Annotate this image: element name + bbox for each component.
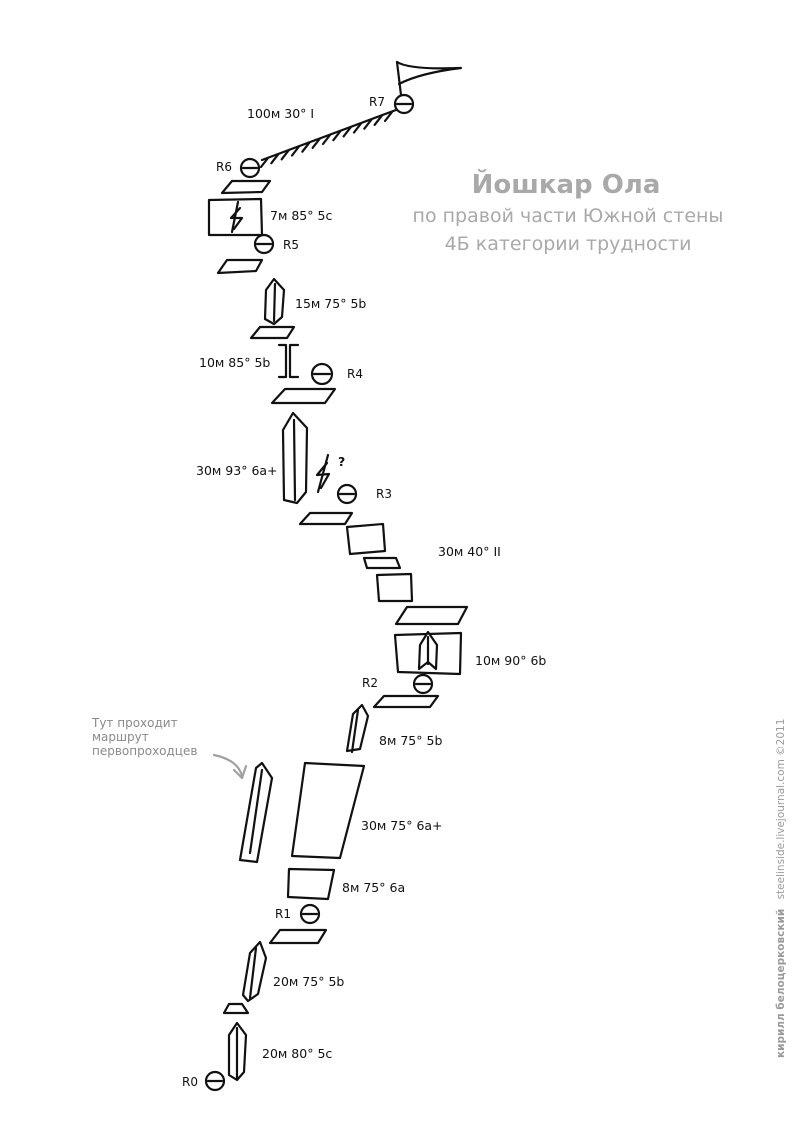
ridge-hatch-mark (311, 137, 321, 149)
pitch-10-label: 15м 75° 5b (295, 296, 366, 311)
credit-author: кирилл белоцерковский (775, 909, 787, 1058)
ledge-r5 (216, 258, 264, 275)
pitch-11-label: 7м 85° 5c (270, 208, 332, 223)
pitch-2-dihedral-line (248, 946, 258, 1000)
pitch-9-crack-icon (277, 343, 300, 379)
ridge-hatch-mark (352, 122, 363, 134)
anchor-r6 (239, 157, 261, 179)
ledge-r6 (220, 179, 272, 195)
ledge-r4 (270, 387, 337, 405)
anchor-r4-label: R4 (347, 367, 363, 381)
route-subtitle-2: 4Б категории трудности (445, 233, 692, 255)
ledge-r3 (298, 511, 354, 526)
pitch-5-dihedral (345, 703, 370, 753)
route-subtitle-1: по правой части Южной стены (413, 205, 724, 227)
anchor-r4 (310, 362, 334, 386)
ridge-hatch-mark (280, 149, 290, 161)
ridge-hatch-mark (301, 141, 311, 153)
ridge-hatch-mark (373, 114, 383, 126)
ledge-1 (222, 1002, 250, 1015)
pitch-9-label: 10м 85° 5b (199, 355, 270, 370)
ridge-hatch-mark (383, 110, 394, 123)
pitch-7-label: 30м 40° II (438, 544, 501, 559)
note-line-1: Тут проходит (91, 716, 178, 730)
anchor-r2 (412, 673, 434, 695)
pitch-1-label: 20м 80° 5c (262, 1046, 332, 1061)
ledge-r2 (372, 694, 440, 709)
pitch-3-wall (286, 867, 336, 901)
first-ascent-dihedral-line (248, 768, 264, 855)
pitch-10-dihedral-line (272, 282, 277, 323)
ridge-hatch-mark (259, 156, 270, 169)
credit-text: кирилл белоцерковский steelinside.livejo… (775, 719, 787, 1058)
pitch-2-dihedral (241, 940, 268, 1003)
anchor-r5 (253, 233, 275, 255)
ridge-hatch-mark (321, 133, 332, 146)
note-arrow-head (232, 764, 248, 780)
anchor-r1 (299, 903, 321, 925)
anchor-r1-label: R1 (275, 907, 291, 921)
pitch-7-block-3 (345, 522, 387, 556)
question-mark: ? (338, 454, 345, 469)
anchor-r3-label: R3 (376, 487, 392, 501)
pitch-7-block-2 (362, 556, 402, 570)
ledge-6 (394, 605, 469, 626)
pitch-12-label: 100м 30° I (247, 106, 314, 121)
ledge-9 (249, 325, 296, 340)
pitch-4-slab (290, 761, 366, 860)
anchor-r0-label: R0 (182, 1075, 198, 1089)
pitch-3-label: 8м 75° 6a (342, 880, 405, 895)
note-line-2: маршрут (92, 730, 149, 744)
note-arrow (212, 753, 244, 778)
pitch-2-label: 20м 75° 5b (273, 974, 344, 989)
ridge-hatch-mark (342, 126, 352, 138)
summit-flag-icon (395, 60, 463, 97)
ledge-r1 (268, 928, 328, 945)
anchor-r7-label: R7 (369, 95, 385, 109)
route-title: Йошкар Ола (472, 168, 661, 200)
note-line-3: первопроходцев (92, 744, 197, 758)
pitch-7-block-1 (375, 572, 414, 603)
loose-rock-icon (315, 453, 331, 494)
pitch-4-label: 30м 75° 6a+ (361, 818, 443, 833)
anchor-r6-label: R6 (216, 160, 232, 174)
anchor-r2-label: R2 (362, 676, 378, 690)
ridge-hatching (259, 110, 394, 169)
anchor-r5-label: R5 (283, 238, 299, 252)
ridge-hatch-mark (270, 153, 280, 165)
loose-rock-icon-2 (229, 200, 244, 234)
ridge-hatch-mark (290, 145, 301, 157)
pitch-6-label: 10м 90° 6b (475, 653, 546, 668)
anchor-r3 (336, 483, 358, 505)
credit-site: steelinside.livejournal.com ©2011 (775, 719, 787, 900)
pitch-8-dihedral-line (292, 418, 297, 502)
ridge-hatch-mark (332, 130, 342, 142)
ridge-hatch-mark (363, 118, 373, 130)
pitch-5-label: 8м 75° 5b (379, 733, 442, 748)
anchor-r7 (393, 93, 415, 115)
pitch-5-dihedral-line (350, 708, 360, 754)
anchor-r0 (204, 1070, 226, 1092)
pitch-8-label: 30м 93° 6a+ (196, 463, 278, 478)
